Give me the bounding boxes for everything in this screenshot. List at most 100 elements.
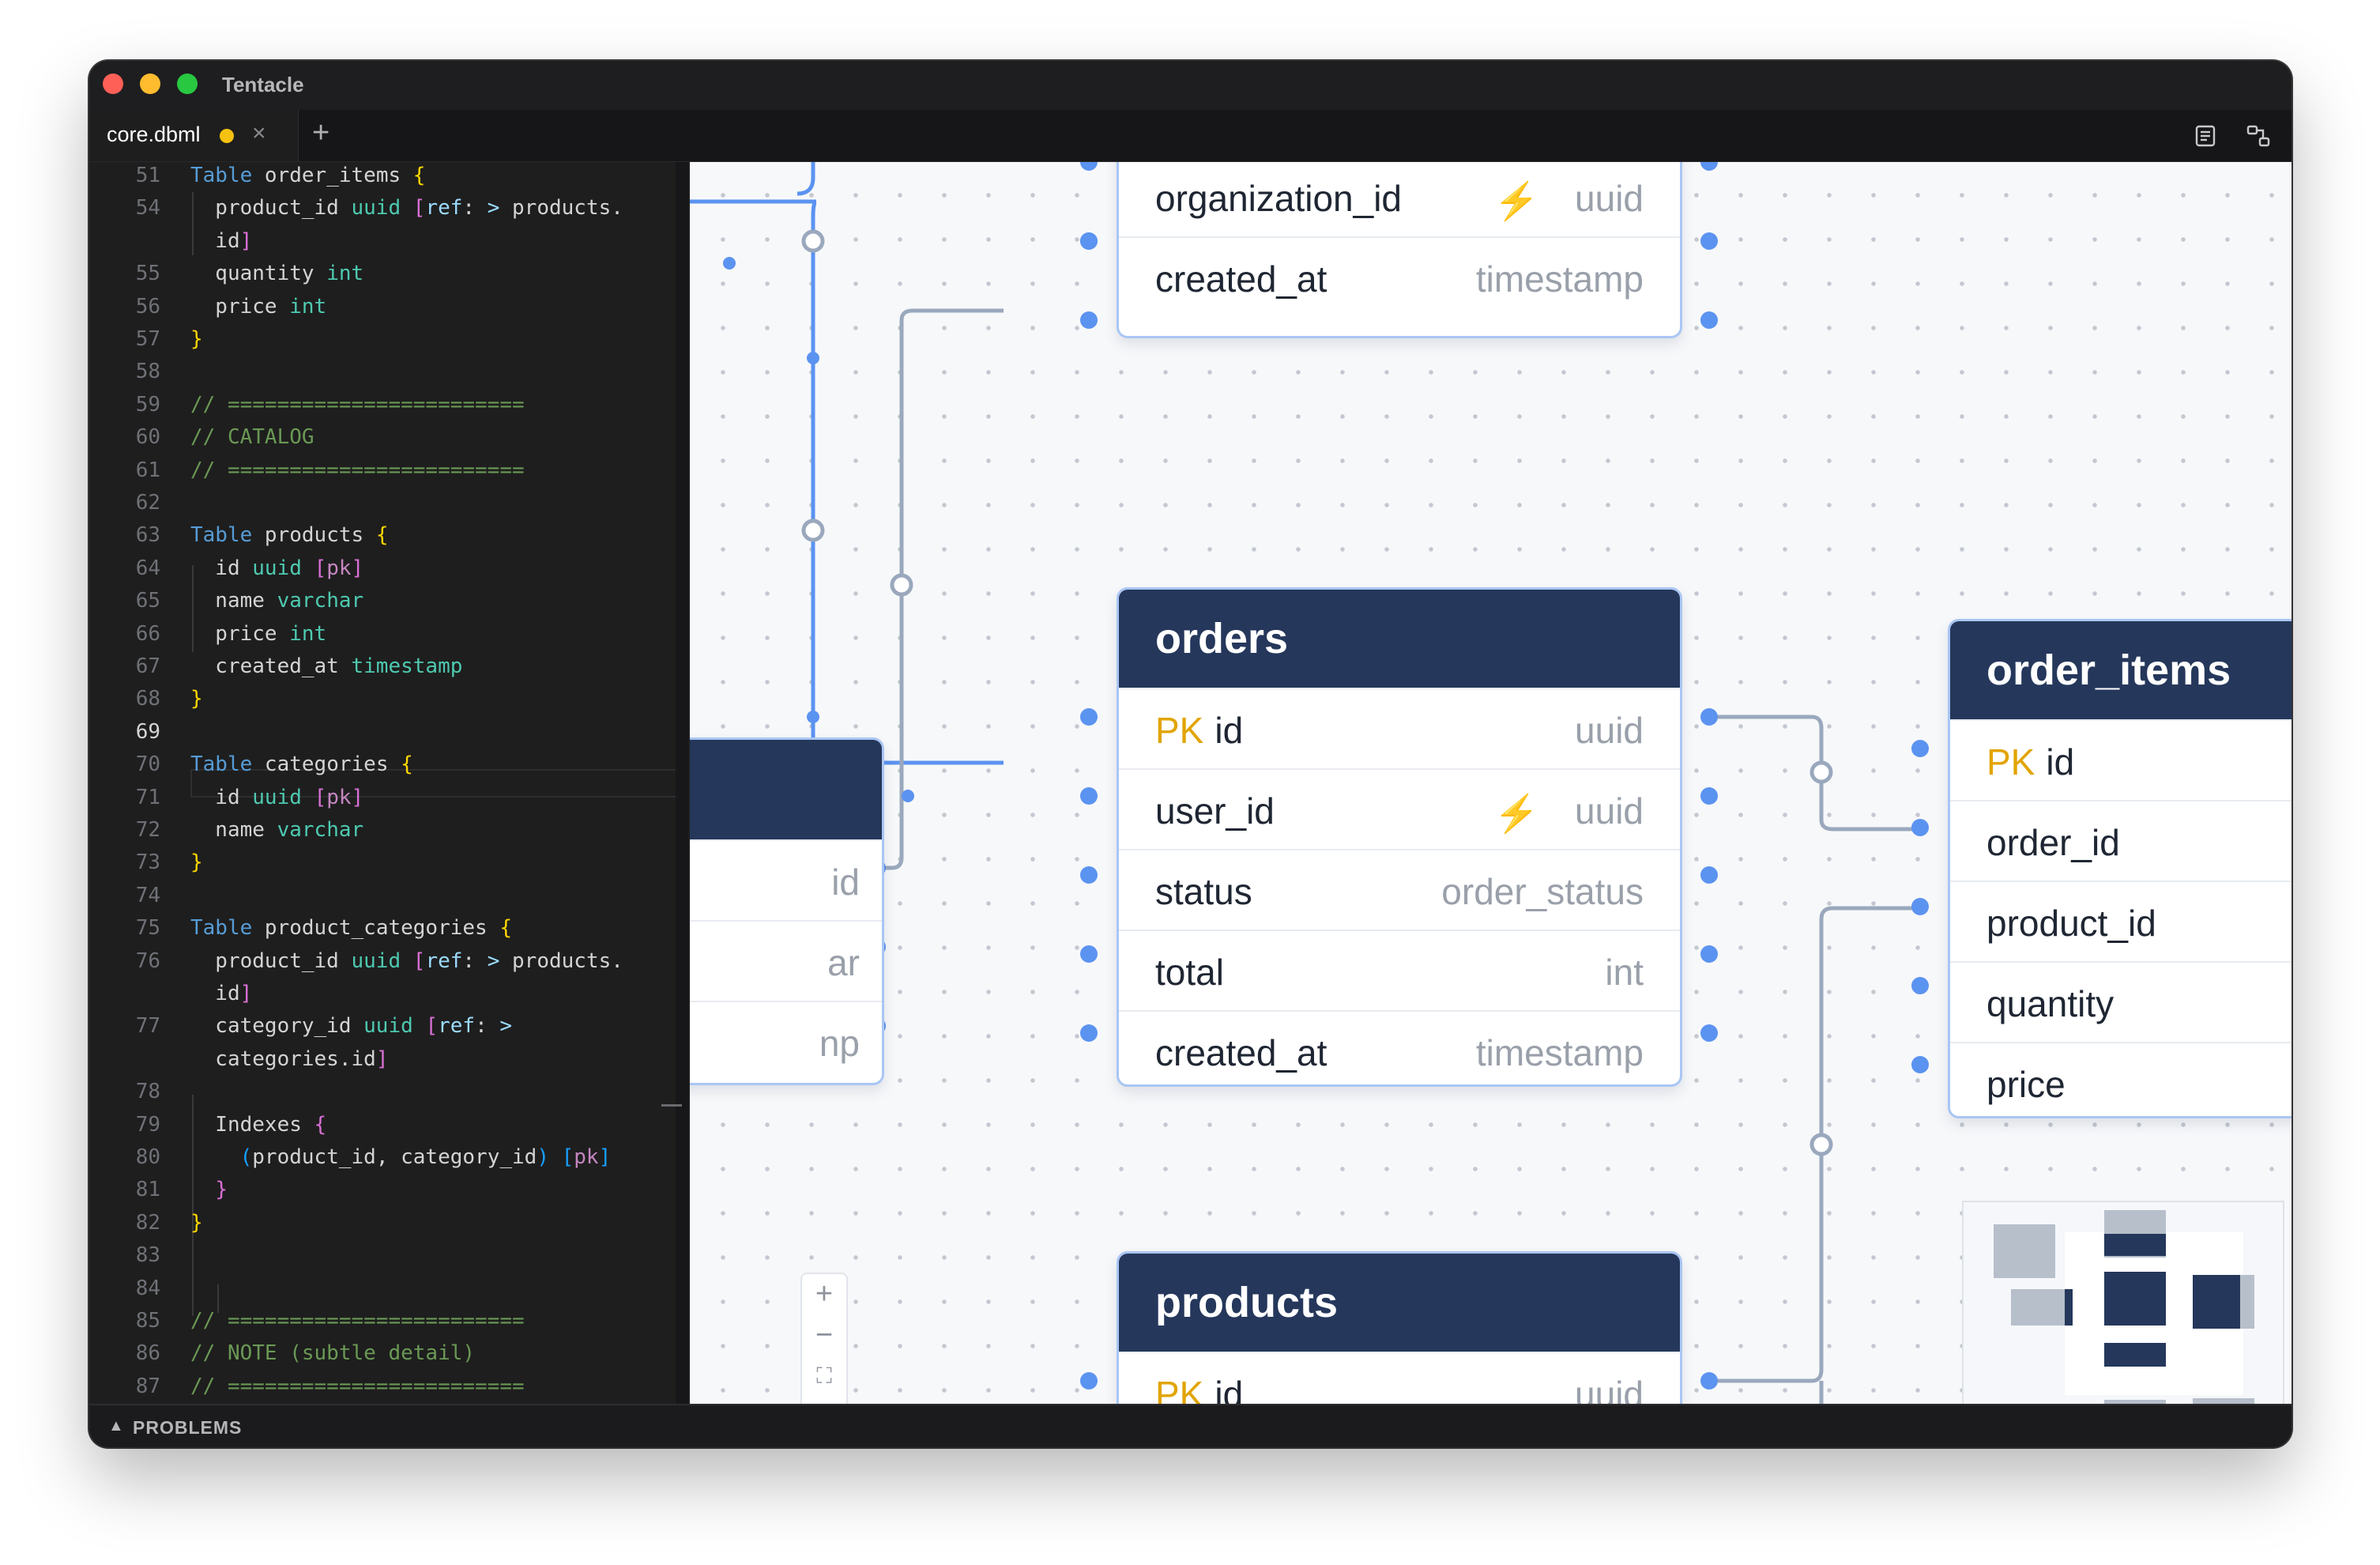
tab-core-dbml[interactable]: core.dbml × <box>89 110 299 161</box>
code-line: quantity int <box>190 262 364 286</box>
minimap-node <box>2104 1367 2166 1381</box>
zoom-out-button[interactable]: − <box>815 1318 834 1352</box>
field-name: np <box>819 1023 860 1064</box>
partial-table-top[interactable]: user_id ⚡ uuid organization_id ⚡ uuid cr… <box>1117 162 1682 338</box>
field-row[interactable]: user_id ⚡ uuid <box>1119 768 1680 849</box>
line-number: 81 <box>135 1178 160 1202</box>
field-name: status <box>1155 871 1252 912</box>
field-row[interactable]: price <box>1950 1042 2292 1116</box>
minimap-node <box>2104 1343 2166 1367</box>
field-row[interactable]: total int <box>1119 930 1680 1010</box>
field-row[interactable]: created_at timestamp <box>1119 236 1680 317</box>
maximize-window-button[interactable] <box>177 74 198 94</box>
line-number: 76 <box>135 948 160 973</box>
line-number: 64 <box>135 556 160 580</box>
code-line: // NOTE (subtle detail) <box>190 1341 476 1366</box>
field-type: uuid <box>1575 178 1644 219</box>
diagram-view-button[interactable] <box>2232 116 2284 156</box>
line-number: 74 <box>135 883 160 907</box>
field-row[interactable]: ar <box>690 920 882 1001</box>
table-title: order_items <box>1950 621 2292 719</box>
field-name: total <box>1155 952 1224 993</box>
line-number: 87 <box>135 1374 160 1398</box>
field-row[interactable]: organization_id ⚡ uuid <box>1119 162 1680 236</box>
field-row[interactable]: id <box>690 839 882 920</box>
minimap[interactable] <box>1962 1201 2284 1404</box>
field-name: quantity <box>1986 983 2115 1024</box>
foreign-key-icon: ⚡ <box>1493 180 1539 221</box>
code-line: } <box>190 327 203 351</box>
field-name: id <box>831 862 860 903</box>
minimap-node <box>2104 1234 2166 1256</box>
line-number: 84 <box>135 1276 160 1300</box>
partial-table-left[interactable]: id ar np <box>690 737 884 1085</box>
code-line: price int <box>190 294 327 319</box>
caret-up-icon[interactable]: ▲ <box>108 1417 124 1435</box>
code-line: Table products { <box>190 523 389 548</box>
tab-bar: core.dbml × + <box>89 110 2292 163</box>
fit-view-button[interactable]: ⛶ <box>816 1363 832 1388</box>
field-type: uuid <box>1575 710 1644 751</box>
field-row[interactable]: product_id <box>1950 881 2292 961</box>
tab-close-icon[interactable]: × <box>252 120 266 146</box>
minimap-node <box>2104 1400 2166 1404</box>
zoom-controls: + − ⛶ <box>800 1273 848 1404</box>
line-number: 75 <box>135 916 160 941</box>
field-name: created_at <box>1155 1032 1327 1073</box>
field-type: uuid <box>1575 1374 1644 1404</box>
code-line: product_id uuid [ref: > products. <box>190 196 623 221</box>
line-number: 83 <box>135 1243 160 1268</box>
code-line: created_at timestamp <box>190 654 463 678</box>
code-line: Indexes { <box>190 1112 327 1137</box>
field-row[interactable]: order_id <box>1950 800 2292 881</box>
line-number: 51 <box>135 164 160 187</box>
line-number: 85 <box>135 1309 160 1333</box>
code-line: Table product_categories { <box>190 916 513 941</box>
close-window-button[interactable] <box>103 74 123 94</box>
field-row[interactable]: created_at timestamp <box>1119 1010 1680 1084</box>
minimap-node <box>2011 1289 2073 1326</box>
line-number: 77 <box>135 1014 160 1039</box>
line-number: 56 <box>135 294 160 319</box>
field-row[interactable]: status order_status <box>1119 849 1680 930</box>
problems-panel-toggle[interactable]: PROBLEMS <box>133 1417 243 1438</box>
diagram-canvas[interactable]: user_id ⚡ uuid organization_id ⚡ uuid cr… <box>690 162 2292 1404</box>
editor-scrollbar[interactable] <box>676 162 688 1404</box>
field-name: order_id <box>1986 822 2120 863</box>
indent-guide <box>192 1095 194 1316</box>
minimap-node <box>1994 1224 2055 1278</box>
indent-guide <box>192 192 194 255</box>
primary-key-badge: PK <box>1986 741 2035 782</box>
tab-label: core.dbml <box>107 123 201 146</box>
line-number: 82 <box>135 1210 160 1235</box>
code-line: name varchar <box>190 818 364 842</box>
line-number: 66 <box>135 621 160 646</box>
code-line: category_id uuid [ref: > <box>190 1014 513 1039</box>
field-name: user_id <box>1155 790 1275 832</box>
table-title: orders <box>1119 590 1680 688</box>
new-tab-button[interactable]: + <box>312 116 330 149</box>
field-row[interactable]: quantity <box>1950 961 2292 1042</box>
field-row[interactable]: np <box>690 1001 882 1081</box>
lock-button[interactable] <box>802 1397 846 1404</box>
zoom-in-button[interactable]: + <box>815 1277 834 1310</box>
document-view-button[interactable] <box>2179 116 2231 156</box>
minimap-node <box>2065 1289 2073 1326</box>
indent-guide <box>217 1284 219 1313</box>
minimize-window-button[interactable] <box>140 74 160 94</box>
window-title: Tentacle <box>222 73 304 96</box>
code-line: // CATALOG <box>190 425 314 450</box>
line-number: 55 <box>135 262 160 286</box>
code-line: // ======================== <box>190 458 525 482</box>
diagram-icon <box>2246 125 2270 147</box>
code-line: id] <box>190 982 253 1005</box>
code-line: } <box>215 1178 228 1202</box>
